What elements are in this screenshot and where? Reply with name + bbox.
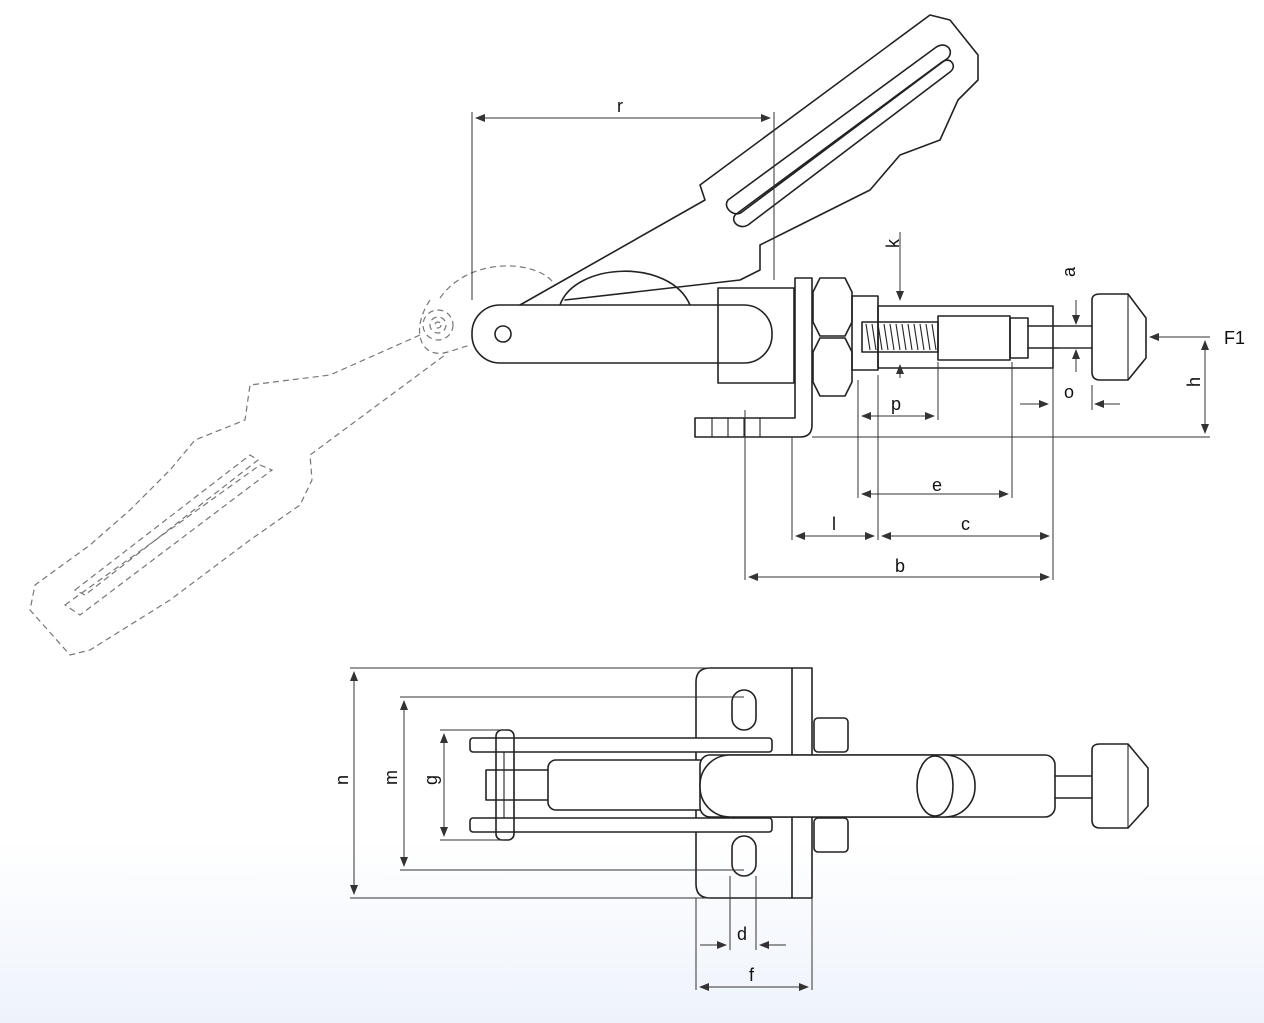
dimension-o xyxy=(1020,398,1120,410)
handle-closed-position xyxy=(519,14,979,306)
handle-open-position-dashed xyxy=(29,265,556,656)
plunger-head xyxy=(1091,293,1147,381)
label-r: r xyxy=(617,96,623,116)
nuts-top xyxy=(813,717,849,853)
label-c: c xyxy=(961,514,970,534)
link-arm xyxy=(471,304,773,364)
label-m: m xyxy=(381,770,401,785)
plunger-top xyxy=(699,743,1149,829)
extension-lines-top xyxy=(350,667,813,990)
plunger-sleeve xyxy=(861,305,1093,369)
label-k: k xyxy=(883,238,903,248)
label-e: e xyxy=(932,475,942,495)
label-l: l xyxy=(832,514,836,534)
base-bracket xyxy=(694,277,813,438)
spring-coil xyxy=(865,323,937,351)
label-a: a xyxy=(1059,266,1079,277)
label-b: b xyxy=(895,556,905,576)
dimension-labels: r k a F1 h o p e l c b n m g d f xyxy=(332,96,1245,985)
link-plates-top xyxy=(469,729,773,841)
label-p: p xyxy=(891,394,901,414)
top-view xyxy=(350,667,1149,991)
label-F1: F1 xyxy=(1224,328,1245,348)
hex-nuts xyxy=(812,277,879,397)
side-view xyxy=(29,14,1210,656)
label-d: d xyxy=(737,924,747,944)
label-f: f xyxy=(749,965,755,985)
label-g: g xyxy=(421,775,441,785)
label-h: h xyxy=(1184,377,1204,387)
label-o: o xyxy=(1064,382,1074,402)
label-n: n xyxy=(332,775,352,785)
